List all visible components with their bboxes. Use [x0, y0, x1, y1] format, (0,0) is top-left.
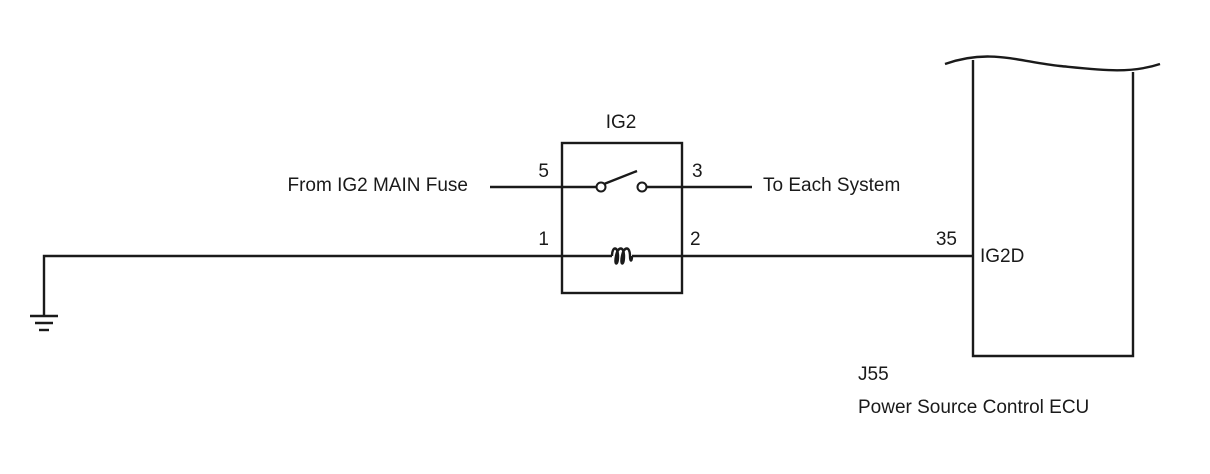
relay-coil-icon: [610, 247, 634, 265]
ecu-connector-label: J55: [858, 364, 889, 385]
relay-box: [560, 141, 684, 295]
to-system-label: To Each System: [763, 175, 900, 196]
pin-3-label: 3: [692, 161, 703, 182]
ground-symbol-icon: [30, 314, 58, 332]
pin-35-label: 35: [936, 229, 957, 250]
from-fuse-label: From IG2 MAIN Fuse: [287, 175, 468, 196]
pin-5-label: 5: [538, 161, 549, 182]
ecu-name-label: Power Source Control ECU: [858, 397, 1089, 418]
ground-wire: [42, 254, 562, 316]
relay-name: IG2: [606, 112, 637, 133]
ecu-body: [971, 60, 1135, 358]
ecu-cut-edge: [944, 55, 1161, 72]
ig2d-terminal-label: IG2D: [980, 246, 1024, 267]
pin-1-label: 1: [538, 229, 549, 250]
relay-switch-icon: [595, 169, 648, 193]
pin-2-label: 2: [690, 229, 701, 250]
